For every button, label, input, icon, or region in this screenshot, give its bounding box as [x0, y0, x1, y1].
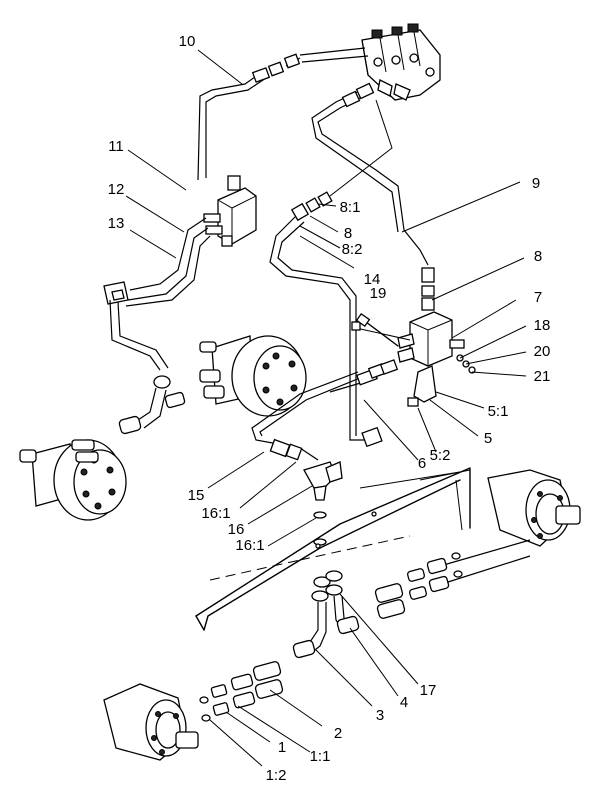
callout-17: 17 [420, 682, 437, 699]
callout-5-2: 5:2 [430, 447, 451, 464]
callout-7: 7 [534, 289, 542, 306]
wheel-motor-center [199, 335, 307, 417]
callout-8-2: 8:2 [342, 241, 363, 258]
callout-1: 1 [278, 739, 286, 756]
flow-divider-right [351, 267, 476, 407]
hose-9 [311, 82, 429, 266]
callout-1-1: 1:1 [310, 748, 331, 765]
callout-1-2: 1:2 [266, 767, 287, 784]
lower-fittings [292, 570, 360, 659]
callout-18: 18 [534, 317, 551, 334]
callout-6: 6 [418, 455, 426, 472]
hose-10 [197, 47, 369, 181]
mounting-frame [195, 467, 471, 631]
callout-15: 15 [188, 487, 205, 504]
callout-14: 14 [364, 271, 381, 288]
callout-21: 21 [534, 368, 551, 385]
callout-2: 2 [334, 725, 342, 742]
callout-labels: 10 11 12 13 9 8:1 8 8:2 14 8 19 7 18 20 … [108, 33, 551, 784]
callout-5: 5 [484, 430, 492, 447]
callout-3: 3 [376, 707, 384, 724]
flow-divider-left [203, 175, 257, 247]
callout-20: 20 [534, 343, 551, 360]
wheel-motor-right [374, 469, 581, 619]
control-valve [361, 23, 441, 101]
callout-9: 9 [532, 175, 540, 192]
callout-13: 13 [108, 215, 125, 232]
hose-15-6 [251, 359, 399, 461]
callout-16-1-b: 16:1 [235, 537, 264, 554]
callout-8-a: 8 [344, 225, 352, 242]
hoses-12-13 [103, 217, 211, 435]
callout-4: 4 [400, 694, 408, 711]
wheel-motor-bottom [103, 661, 284, 761]
callout-5-1: 5:1 [488, 403, 509, 420]
leader-lines [125, 49, 527, 767]
callout-19: 19 [370, 285, 387, 302]
bolt-19 [355, 312, 399, 347]
callout-16: 16 [228, 521, 245, 538]
callout-16-1-a: 16:1 [201, 505, 230, 522]
wheel-motor-left [19, 439, 127, 521]
callout-8-1: 8:1 [340, 199, 361, 216]
callout-8-b: 8 [534, 248, 542, 265]
hose-14 [269, 191, 383, 448]
callout-11: 11 [108, 138, 124, 155]
callout-12: 12 [108, 181, 125, 198]
elbow-16 [303, 461, 343, 546]
callout-10: 10 [179, 33, 196, 50]
